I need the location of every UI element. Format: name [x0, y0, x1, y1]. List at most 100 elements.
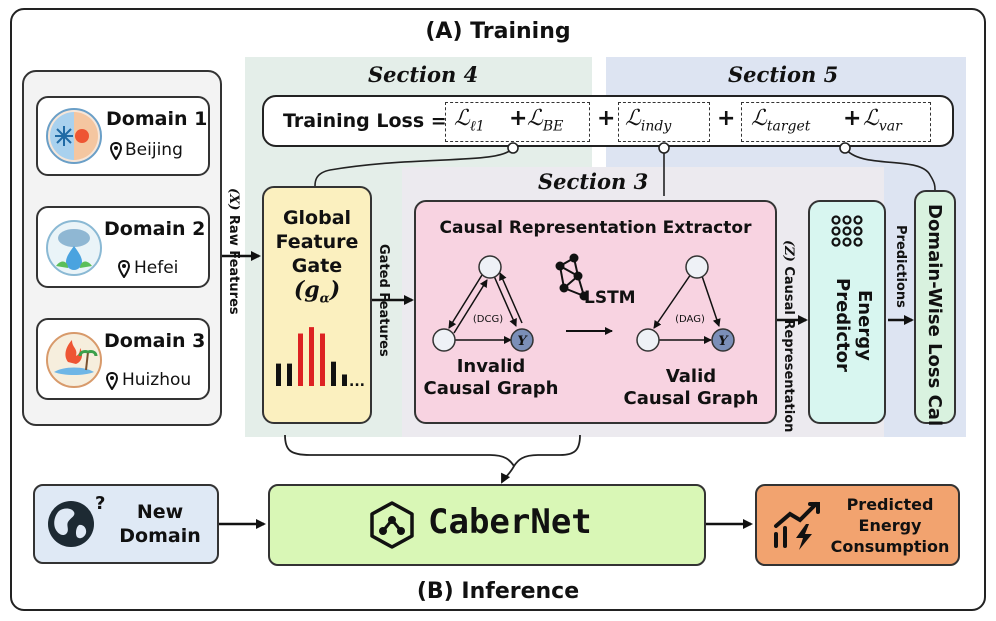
gate-bar	[287, 363, 292, 386]
new-domain-line-2: Domain	[119, 525, 201, 547]
dag-node-y-label: Y	[718, 334, 729, 349]
loss-term-be: ℒBE	[527, 106, 563, 134]
causal-var: (Z)	[781, 240, 796, 262]
loss-group-1	[445, 102, 590, 142]
training-loss-label: Training Loss =	[283, 110, 447, 132]
invalid-line-1: Invalid	[456, 356, 526, 377]
valid-line-1: Valid	[665, 366, 717, 387]
loss-term-l1-symbol: ℒ	[454, 106, 470, 131]
section-3-label: Section 3	[538, 169, 649, 194]
lstm-label: LSTM	[584, 288, 636, 308]
new-domain-label: New Domain	[112, 500, 208, 548]
section-5-label: Section 5	[728, 62, 839, 87]
cabernet-logo-icon	[370, 501, 414, 549]
domain-2-location: Hefei	[134, 258, 179, 278]
invalid-causal-graph: Y (DCG)	[432, 255, 534, 352]
loss-term-target: ℒtarget	[751, 106, 810, 134]
loss-group-2	[618, 102, 710, 142]
causal-representation-extractor	[414, 200, 777, 424]
loss-term-target-sub: target	[766, 118, 811, 135]
gate-ellipsis: ...	[349, 374, 365, 390]
domain-3-location: Huizhou	[122, 370, 192, 390]
loss-term-be-sub: BE	[542, 118, 564, 135]
loss-plus-1: +	[509, 106, 528, 131]
gate-bar-chart	[276, 327, 347, 386]
domain-2-name: Domain 2	[104, 218, 206, 240]
chart-bolt-icon	[774, 502, 820, 550]
gate-bar	[331, 361, 336, 386]
raw-features-var: (X)	[226, 188, 241, 211]
predicted-line-2: Energy	[858, 516, 922, 535]
loss-term-indy-sub: indy	[640, 118, 672, 135]
invalid-graph-label: Invalid Causal Graph	[418, 356, 564, 400]
domain-card-1: Domain 1 Beijing	[36, 96, 210, 176]
lstm-network-icon	[555, 253, 589, 301]
gate-bar	[309, 327, 314, 386]
gate-symbol: (gα)	[262, 278, 372, 311]
energy-predictor-label: Energy Predictor	[832, 278, 875, 372]
neural-grid-icon	[831, 215, 863, 247]
dag-label: (DAG)	[675, 314, 705, 325]
causal-graphs: Y (DCG) LSTM Y (DAG)	[432, 253, 735, 352]
gate-bar	[276, 363, 281, 386]
loss-plus-4: +	[843, 106, 862, 131]
location-pin-icon	[118, 260, 130, 278]
loss-group-3	[741, 102, 931, 142]
gated-features-label: Gated Features	[376, 244, 391, 357]
raw-features-text: Raw Features	[226, 214, 241, 315]
location-pin-icon	[110, 142, 122, 160]
fire-palm-icon	[46, 332, 102, 388]
rain-cloud-icon	[46, 220, 102, 276]
new-domain-question: ?	[95, 493, 106, 514]
location-pin-icon	[106, 372, 118, 390]
invalid-line-2: Causal Graph	[423, 378, 559, 399]
gate-symbol-main: (g	[293, 277, 320, 303]
domain-wise-loss-label: Domain-Wise Loss Cal	[924, 204, 945, 427]
loss-term-indy: ℒindy	[625, 106, 671, 134]
valid-line-2: Causal Graph	[623, 388, 759, 409]
predictions-label: Predictions	[893, 225, 908, 308]
dag-node-left	[636, 328, 660, 352]
dcg-node-left	[432, 328, 456, 352]
globe-icon	[48, 501, 94, 547]
dcg-node-top	[478, 255, 502, 279]
loss-term-l1: ℒℓ1	[454, 106, 485, 135]
extractor-title: Causal Representation Extractor	[439, 218, 752, 238]
predicted-line-3: Consumption	[830, 537, 950, 556]
gate-symbol-sub: α	[319, 291, 330, 307]
training-loss-bar	[262, 95, 954, 147]
predicted-label: Predicted Energy Consumption	[828, 494, 952, 557]
predicted-line-1: Predicted	[846, 495, 934, 514]
gate-line-1: Global	[282, 207, 352, 229]
gate-line-2: Feature	[275, 231, 359, 253]
inference-title: (B) Inference	[416, 579, 580, 604]
energy-predictor	[808, 200, 886, 424]
domain-card-3: Domain 3 Huizhou	[36, 318, 210, 400]
dcg-node-y	[510, 328, 534, 352]
loss-term-indy-symbol: ℒ	[625, 106, 641, 131]
dag-node-top	[685, 255, 709, 279]
gate-label: Global Feature Gate (gα)	[262, 206, 372, 311]
dcg-label: (DCG)	[473, 314, 503, 325]
loss-plus-3: +	[717, 106, 736, 131]
causal-representation-label: (Z) Causal Representation	[781, 240, 796, 432]
cabernet-box	[268, 484, 706, 566]
gate-bar	[298, 333, 303, 386]
causal-text: Causal Representation	[781, 266, 796, 433]
loss-term-target-symbol: ℒ	[751, 106, 767, 131]
snow-sun-icon	[46, 108, 102, 164]
gate-bar	[320, 333, 325, 386]
loss-term-be-symbol: ℒ	[527, 106, 543, 131]
gate-bar	[342, 374, 347, 386]
raw-features-label: (X) Raw Features	[226, 188, 241, 315]
valid-causal-graph: Y (DAG)	[636, 255, 735, 352]
loss-term-l1-sub: ℓ1	[469, 118, 485, 135]
new-domain-line-1: New	[136, 501, 184, 523]
loss-term-var: ℒvar	[863, 106, 902, 134]
loss-term-var-sub: var	[878, 118, 902, 135]
section-4-label: Section 4	[368, 62, 479, 87]
domain-3-name: Domain 3	[104, 330, 206, 352]
loss-plus-2: +	[597, 106, 616, 131]
gate-line-3: Gate	[291, 255, 343, 277]
